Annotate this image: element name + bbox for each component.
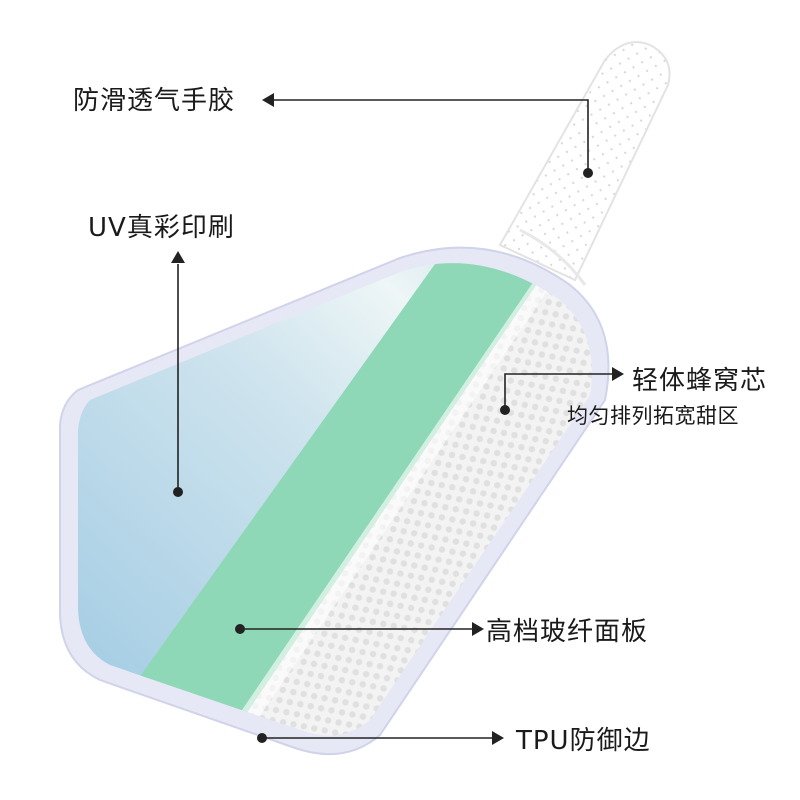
grip-dot-icon <box>583 168 593 178</box>
grip-label: 防滑透气手胶 <box>73 86 236 116</box>
core-subtitle-label: 均匀排列拓宽甜区 <box>567 404 739 428</box>
edge-arrow-icon <box>492 731 504 745</box>
fiberglass-layer <box>80 263 560 736</box>
fiberglass-dot-icon <box>235 624 245 634</box>
edge-dot-icon <box>257 733 267 743</box>
core-dot-icon <box>500 405 510 415</box>
grip-handle <box>498 41 671 286</box>
core-title-label: 轻体蜂窝芯 <box>632 366 768 396</box>
uv-arrow-icon <box>171 251 185 263</box>
callout-lines <box>177 99 612 739</box>
grip-arrow-icon <box>262 93 274 107</box>
uv-print-label: UV真彩印刷 <box>88 213 235 243</box>
core-arrow-icon <box>612 367 624 381</box>
fiberglass-label: 高档玻纤面板 <box>486 617 649 647</box>
edge-label: TPU防御边 <box>516 726 651 756</box>
uv-dot-icon <box>173 487 183 497</box>
fiberglass-arrow-icon <box>472 622 484 636</box>
callout-markers <box>171 93 624 745</box>
